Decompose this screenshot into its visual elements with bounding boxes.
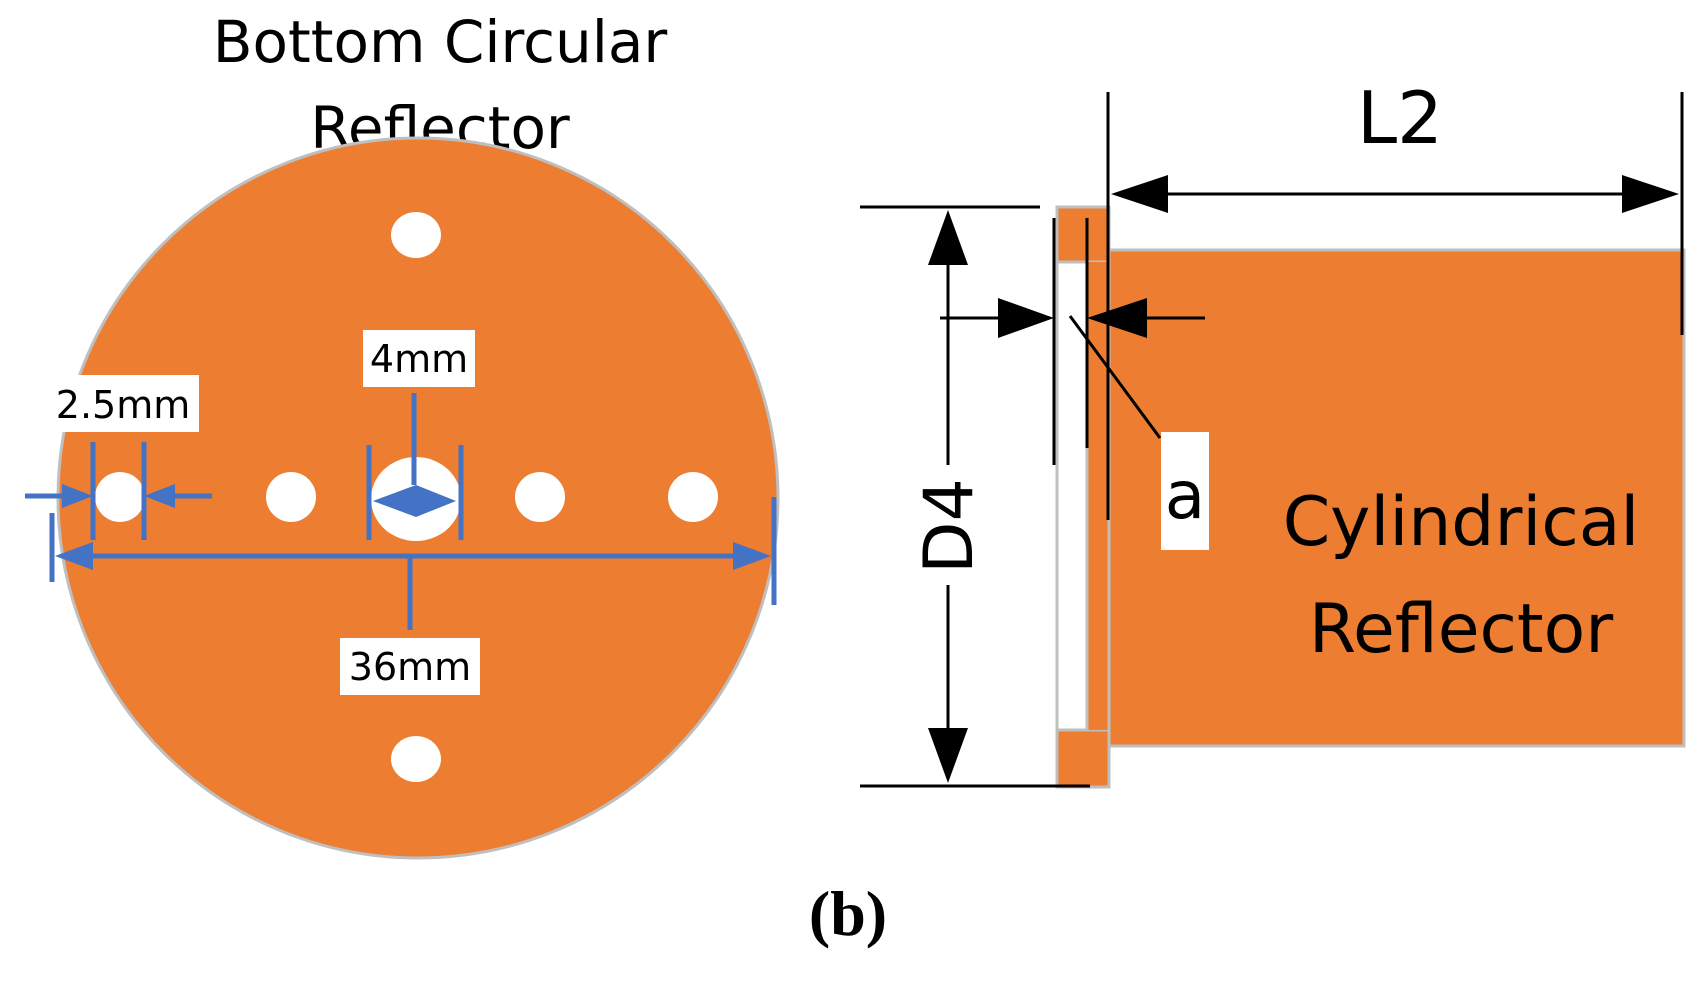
hole-left-inner (266, 472, 316, 522)
label-length: L2 (1357, 76, 1443, 160)
label-d4: D4 (910, 478, 989, 574)
label-hole-small: 2.5mm (56, 383, 190, 427)
hole-right-outer (668, 472, 718, 522)
dimension-length: L2 (1106, 76, 1684, 520)
hole-bottom (391, 736, 441, 782)
label-hole-center: 4mm (370, 337, 468, 381)
hole-left-outer (95, 472, 145, 522)
center-hole-diamond (373, 485, 456, 517)
dimension-a: a (940, 218, 1209, 550)
bottom-circular-reflector-view: Bottom Circular Reflector 2.5mm (25, 8, 780, 860)
disc-side-bottom (1055, 728, 1111, 789)
disc-side-top (1055, 205, 1111, 264)
cylindrical-reflector-view: L2 D4 a Cylindrical Reflector (860, 76, 1686, 789)
cylinder-label-line1: Cylindrical (1283, 483, 1640, 562)
disc-side-slot (1055, 260, 1089, 732)
label-a: a (1165, 457, 1205, 534)
left-title-line1: Bottom Circular (213, 8, 668, 76)
dimension-hole-small: 2.5mm (25, 375, 212, 540)
cylinder-label-line2: Reflector (1309, 590, 1613, 669)
dimension-diameter: 36mm (49, 497, 777, 695)
dimension-d4: D4 (860, 205, 1090, 788)
dimension-hole-center: 4mm (363, 330, 475, 540)
hole-top (391, 212, 441, 258)
figure-caption: (b) (809, 878, 887, 949)
hole-right-inner (515, 472, 565, 522)
disc-side-right-edge (1087, 262, 1109, 730)
label-diameter: 36mm (349, 645, 471, 689)
